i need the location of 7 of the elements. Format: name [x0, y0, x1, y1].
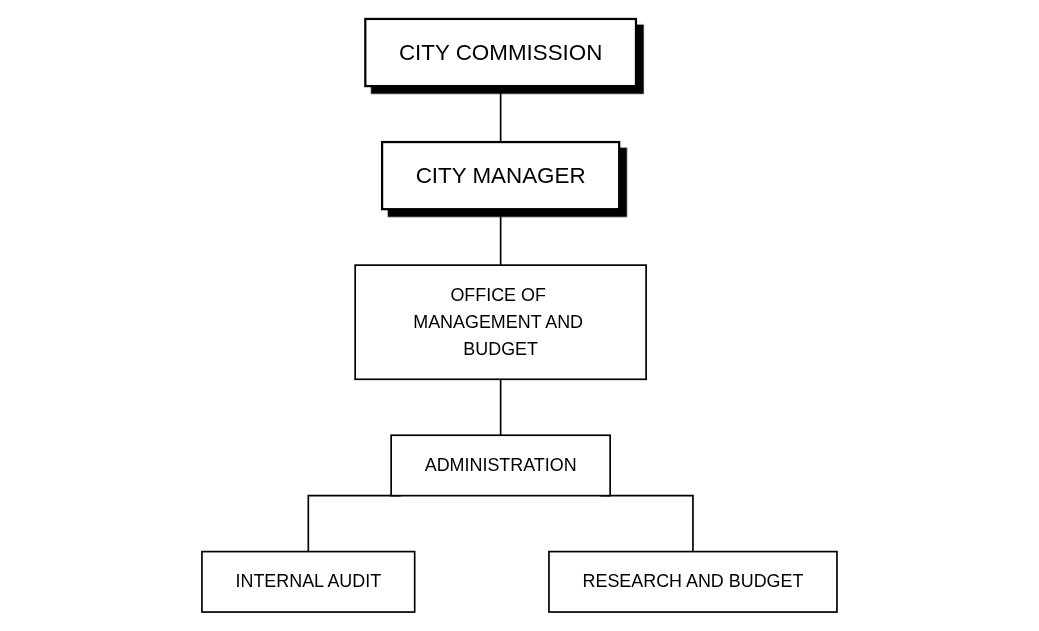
- node-box: INTERNAL AUDIT: [201, 550, 416, 613]
- node-box: RESEARCH AND BUDGET: [548, 550, 838, 613]
- node-box: OFFICE OF MANAGEMENT AND BUDGET: [354, 264, 647, 381]
- node-box: ADMINISTRATION: [390, 434, 611, 497]
- node-box: CITY COMMISSION: [364, 17, 638, 88]
- connector: [499, 378, 502, 437]
- node-box: CITY MANAGER: [381, 140, 621, 211]
